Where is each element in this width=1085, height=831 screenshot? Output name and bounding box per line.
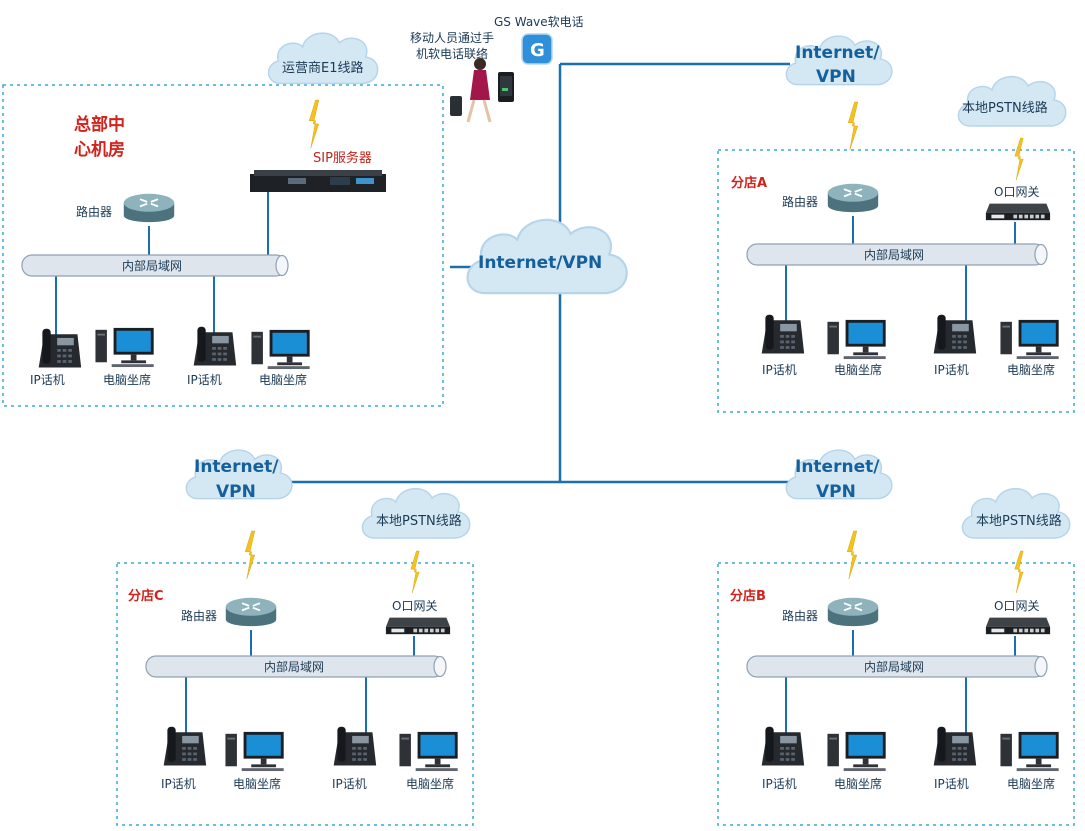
branch-a-lan-tube bbox=[746, 243, 1048, 266]
branch-b-pc-icon-1 bbox=[827, 731, 886, 772]
hq-pc-icon-1 bbox=[95, 327, 154, 368]
sip-server-label: SIP服务器 bbox=[313, 150, 372, 166]
branch-a-pc-icon-1 bbox=[827, 319, 886, 360]
hq-phone-icon-2 bbox=[193, 326, 237, 366]
branch-a-ip-phone-label-1: IP话机 bbox=[762, 363, 797, 377]
branch-c-lightning-icon bbox=[244, 530, 256, 580]
hq-pc-label-2: 电脑坐席 bbox=[259, 372, 307, 387]
branch-c-phone-icon-2 bbox=[333, 726, 377, 766]
branch-a-pc-label-1: 电脑坐席 bbox=[834, 362, 882, 377]
branch-b-router-icon bbox=[826, 596, 880, 628]
branch-a-router-icon bbox=[826, 182, 880, 214]
mobile-label-line1: 移动人员通过手 bbox=[410, 31, 494, 45]
branch-b-phone-icon-2 bbox=[933, 726, 977, 766]
branch-b-gateway-icon bbox=[985, 617, 1051, 635]
branch-b-pstn-lightning-icon bbox=[1014, 550, 1024, 594]
branch-b-internet-line1: Internet/ bbox=[795, 457, 880, 477]
hq-pc-icon-2 bbox=[251, 329, 310, 370]
branch-c-title: 分店C bbox=[128, 588, 164, 604]
gs-wave-app-icon: G bbox=[521, 33, 553, 65]
hq-pc-label-1: 电脑坐席 bbox=[103, 372, 151, 387]
branch-b-internet-line2: VPN bbox=[816, 482, 856, 502]
branch-b-section: 分店B Internet/ VPN 本地PSTN线路 路由器 O口网关 内部局域… bbox=[717, 449, 1075, 826]
hq-phone-icon-1 bbox=[38, 328, 82, 368]
branch-c-section: 分店C Internet/ VPN 本地PSTN线路 路由器 O口网关 内部局域… bbox=[116, 449, 474, 826]
branch-b-lan-label: 内部局域网 bbox=[864, 659, 924, 674]
mobile-user-icon bbox=[450, 58, 492, 123]
branch-c-pstn-lightning-icon bbox=[410, 550, 420, 594]
branch-b-pc-label-2: 电脑坐席 bbox=[1007, 776, 1055, 791]
branch-c-dashed-border bbox=[116, 562, 474, 826]
branch-c-gateway-label: O口网关 bbox=[392, 599, 437, 613]
hq-title-line1: 总部中 bbox=[74, 114, 125, 135]
hq-ip-phone-label-2: IP话机 bbox=[187, 373, 222, 387]
branch-b-phone-icon-1 bbox=[761, 726, 805, 766]
hq-title-line2: 心机房 bbox=[74, 139, 125, 160]
branch-b-title: 分店B bbox=[730, 588, 766, 604]
smartphone-icon bbox=[498, 72, 514, 102]
branch-a-gateway-icon bbox=[985, 203, 1051, 221]
hq-section: 总部中 心机房 运营商E1线路 SIP服务器 路由器 内部局域网 bbox=[2, 32, 444, 407]
branch-c-pc-label-2: 电脑坐席 bbox=[406, 776, 454, 791]
branch-c-lan-tube bbox=[145, 655, 447, 678]
branch-b-pc-icon-2 bbox=[1000, 731, 1059, 772]
branch-a-phone-icon-2 bbox=[933, 314, 977, 354]
branch-a-pc-icon-2 bbox=[1000, 319, 1059, 360]
hq-router-label: 路由器 bbox=[76, 204, 112, 219]
svg-text:G: G bbox=[530, 40, 545, 61]
branch-c-pc-icon-1 bbox=[225, 731, 284, 772]
branch-b-router-label: 路由器 bbox=[782, 608, 818, 623]
branch-a-title: 分店A bbox=[731, 175, 767, 191]
branch-a-pstn-lightning-icon bbox=[1014, 137, 1024, 181]
branch-a-pc-label-2: 电脑坐席 bbox=[1007, 362, 1055, 377]
mobile-label-line2: 机软电话联络 bbox=[416, 46, 488, 61]
branch-c-internet-line1: Internet/ bbox=[194, 457, 279, 477]
hq-dashed-border bbox=[2, 84, 444, 407]
branch-c-gateway-icon bbox=[385, 617, 451, 635]
sip-server-icon bbox=[250, 170, 386, 192]
branch-a-router-label: 路由器 bbox=[782, 194, 818, 209]
branch-c-router-icon bbox=[224, 596, 278, 628]
branch-b-gateway-label: O口网关 bbox=[994, 599, 1039, 613]
branch-c-pstn-label: 本地PSTN线路 bbox=[376, 513, 462, 529]
carrier-cloud-label: 运营商E1线路 bbox=[282, 60, 364, 76]
branch-b-lightning-icon bbox=[846, 530, 858, 580]
center-section: Internet/VPN 移动人员通过手 机软电话联络 GS Wave软电话 G bbox=[410, 15, 629, 295]
hq-lan-label: 内部局域网 bbox=[122, 258, 182, 273]
hq-ip-phone-label-1: IP话机 bbox=[30, 373, 65, 387]
branch-c-phone-icon-1 bbox=[163, 726, 207, 766]
branch-c-lan-label: 内部局域网 bbox=[264, 659, 324, 674]
branch-a-internet-line2: VPN bbox=[816, 67, 856, 87]
hq-router-icon bbox=[122, 192, 176, 224]
branch-c-ip-phone-label-2: IP话机 bbox=[332, 777, 367, 791]
branch-b-dashed-border bbox=[717, 562, 1075, 826]
branch-a-phone-icon-1 bbox=[761, 314, 805, 354]
gs-wave-label: GS Wave软电话 bbox=[494, 15, 584, 29]
branch-c-internet-line2: VPN bbox=[216, 482, 256, 502]
branch-a-dashed-border bbox=[717, 149, 1075, 413]
branch-c-ip-phone-label-1: IP话机 bbox=[161, 777, 196, 791]
branch-a-ip-phone-label-2: IP话机 bbox=[934, 363, 969, 377]
branch-c-pc-label-1: 电脑坐席 bbox=[233, 776, 281, 791]
branch-b-ip-phone-label-2: IP话机 bbox=[934, 777, 969, 791]
branch-a-internet-line1: Internet/ bbox=[795, 43, 880, 63]
branch-a-section: 分店A Internet/ VPN 本地PSTN线路 路由器 O口网关 内部局域… bbox=[717, 35, 1075, 413]
hq-lan-tube bbox=[21, 254, 289, 277]
branch-b-pstn-label: 本地PSTN线路 bbox=[976, 513, 1062, 529]
central-internet-label: Internet/VPN bbox=[478, 253, 602, 273]
branch-a-lightning-icon bbox=[847, 101, 859, 151]
branch-b-lan-tube bbox=[746, 655, 1048, 678]
branch-a-lan-label: 内部局域网 bbox=[864, 247, 924, 262]
branch-a-gateway-label: O口网关 bbox=[994, 185, 1039, 199]
branch-b-ip-phone-label-1: IP话机 bbox=[762, 777, 797, 791]
branch-c-router-label: 路由器 bbox=[181, 608, 217, 623]
hq-lightning-icon bbox=[308, 99, 320, 149]
branch-a-pstn-label: 本地PSTN线路 bbox=[962, 100, 1048, 116]
branch-c-pc-icon-2 bbox=[399, 731, 458, 772]
branch-b-pc-label-1: 电脑坐席 bbox=[834, 776, 882, 791]
